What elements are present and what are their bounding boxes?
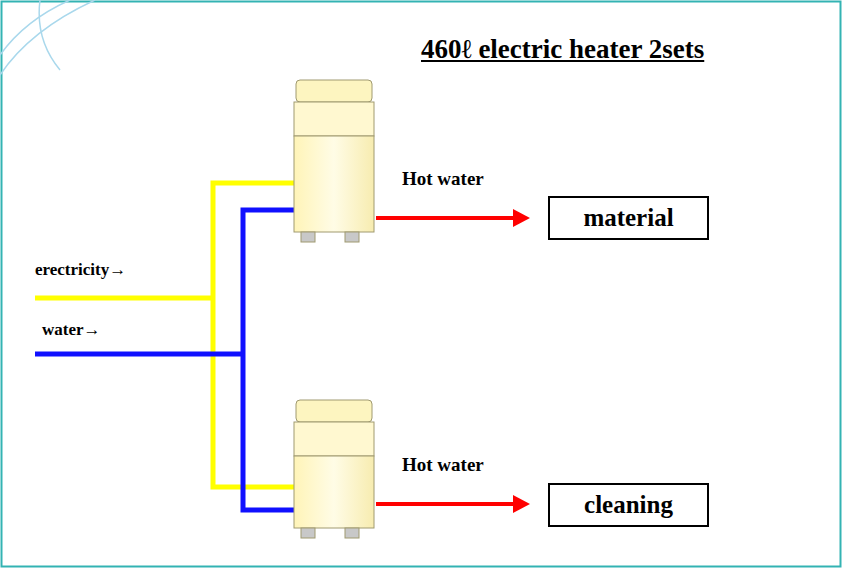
electric-heater xyxy=(294,400,374,538)
slide-title: 460ℓ electric heater 2sets xyxy=(421,34,704,65)
hot-water-arrow xyxy=(376,495,530,513)
destination-box: material xyxy=(548,196,709,240)
hot-water-arrow xyxy=(376,209,530,227)
flow-label: Hot water xyxy=(402,168,484,190)
input-label: water→ xyxy=(42,320,101,340)
electricity-wire xyxy=(35,183,297,487)
box-text: material xyxy=(583,204,673,232)
water-pipe xyxy=(35,210,297,510)
electric-heater xyxy=(294,80,374,242)
destination-box: cleaning xyxy=(548,483,709,527)
slide-decoration xyxy=(0,0,95,75)
box-text: cleaning xyxy=(584,491,673,519)
flow-label: Hot water xyxy=(402,454,484,476)
input-label: erectricity→ xyxy=(35,260,126,280)
